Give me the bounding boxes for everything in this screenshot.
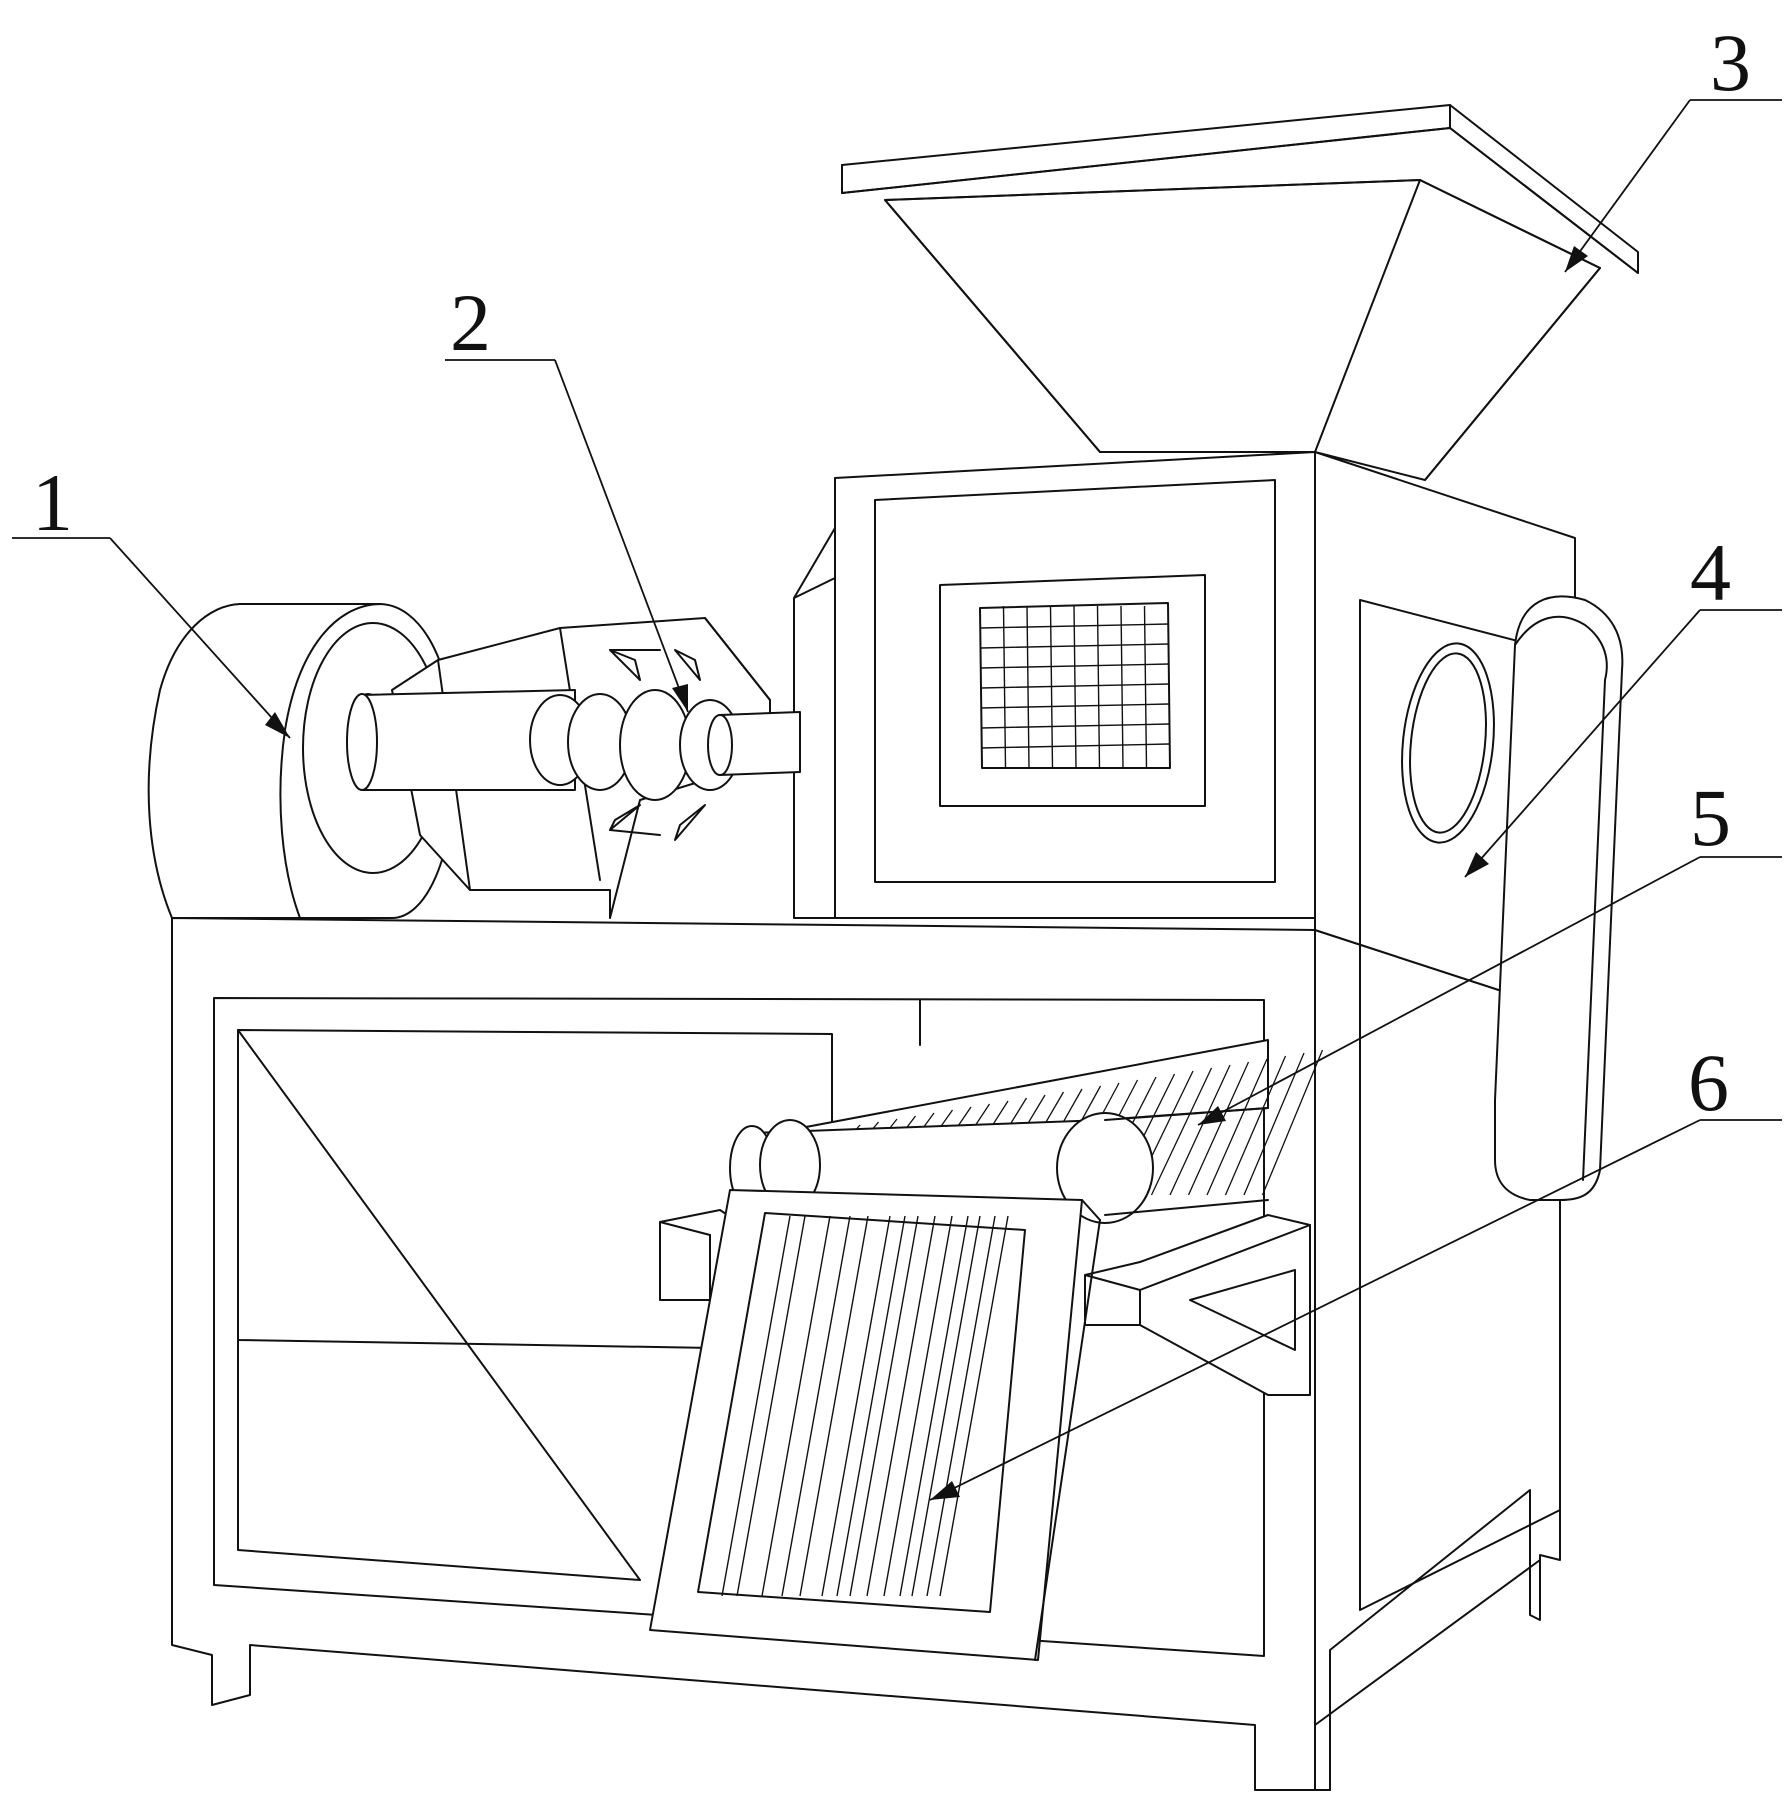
label-1: 1	[32, 457, 73, 548]
grid-line	[980, 723, 1170, 729]
side-belt-cover	[1494, 595, 1624, 1201]
conveyor-belt	[729, 1039, 1324, 1224]
grid-line	[1143, 605, 1148, 769]
chute-strip-line	[849, 1215, 919, 1597]
grid-line	[980, 743, 1170, 749]
grid-screen	[979, 602, 1171, 769]
chute-strip-line	[939, 1215, 1009, 1597]
chute-strip-line	[721, 1215, 791, 1597]
chute-strip-line	[836, 1215, 906, 1597]
grid-line	[980, 703, 1170, 709]
chute-strip-line	[911, 1215, 981, 1597]
chute-strip-line	[761, 1215, 831, 1597]
belt-hatch-line	[1261, 1049, 1324, 1196]
grid-line	[980, 643, 1170, 649]
belt-hatch-line	[1150, 1067, 1213, 1196]
grid-line	[1073, 605, 1077, 769]
chute-strip-line	[736, 1215, 806, 1597]
grid-line	[1120, 605, 1124, 769]
chute-strip-line	[799, 1215, 869, 1597]
belt-hatch-line	[1243, 1052, 1305, 1196]
chute-strip-line	[899, 1215, 969, 1597]
support-brackets	[659, 1209, 1311, 1396]
chute-strip-line	[926, 1215, 996, 1597]
feed-hopper	[841, 104, 1639, 481]
chute-strip-line	[781, 1215, 851, 1597]
label-4: 4	[1690, 527, 1731, 618]
grid-line	[980, 683, 1170, 689]
belt-hatch-line	[1206, 1058, 1268, 1196]
label-5: 5	[1690, 772, 1731, 863]
grid-line	[980, 623, 1170, 629]
label-2: 2	[450, 277, 491, 368]
chute-strip-line	[883, 1215, 953, 1597]
label-6: 6	[1688, 1037, 1729, 1128]
discharge-chute	[649, 1189, 1101, 1661]
belt-hatch-line	[1224, 1055, 1287, 1196]
belt-hatch-line	[1169, 1064, 1231, 1196]
belt-hatch-line	[1187, 1061, 1250, 1196]
grid-line	[1096, 605, 1101, 769]
label-3: 3	[1710, 17, 1751, 108]
chute-strip-line	[821, 1215, 891, 1597]
chute-strip-line	[866, 1215, 936, 1597]
grid-line	[980, 663, 1170, 669]
callouts: 1 2 3 4 5 6	[12, 17, 1782, 1501]
